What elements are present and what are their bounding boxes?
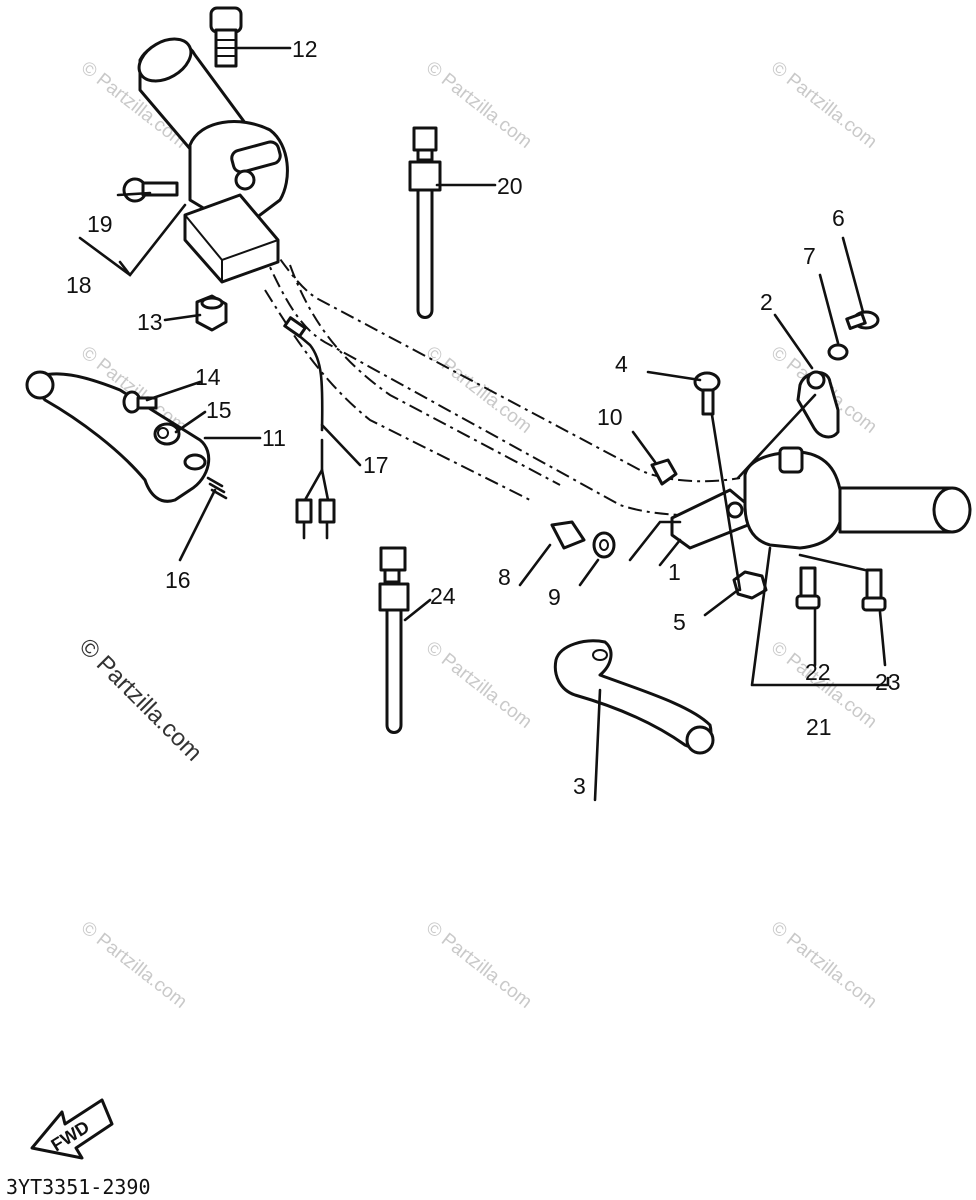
part-1-lever-bracket bbox=[670, 488, 750, 550]
part-16-spring bbox=[206, 476, 228, 500]
callout-10: 10 bbox=[597, 404, 623, 430]
watermark: © Partzilla.com bbox=[422, 637, 536, 732]
callout-12: 12 bbox=[292, 36, 318, 62]
part-11-clutch-lever bbox=[25, 370, 211, 503]
callout-14: 14 bbox=[195, 364, 221, 390]
callout-24: 24 bbox=[430, 583, 456, 609]
callout-13: 13 bbox=[137, 309, 163, 335]
part-23-screw bbox=[861, 568, 887, 612]
part-10-adjuster bbox=[650, 458, 678, 486]
fwd-arrow-icon: FWD bbox=[30, 1098, 114, 1160]
part-17-wire-lead bbox=[283, 316, 336, 540]
callout-16: 16 bbox=[165, 567, 191, 593]
part-19-screw bbox=[122, 177, 179, 203]
part-4-bolt bbox=[693, 371, 721, 416]
part-2-holder bbox=[796, 370, 840, 439]
callout-3: 3 bbox=[573, 773, 586, 799]
callout-20: 20 bbox=[497, 173, 523, 199]
engine-stop-switch bbox=[183, 193, 280, 284]
part-12-bolt bbox=[209, 6, 243, 68]
part-8-collar bbox=[550, 520, 586, 550]
part-21-switch-assembly bbox=[743, 446, 972, 550]
callout-18: 18 bbox=[66, 272, 92, 298]
callout-4: 4 bbox=[615, 351, 628, 377]
callout-9: 9 bbox=[548, 584, 561, 610]
callout-labels: 1 2 3 4 5 6 7 8 9 10 11 12 13 14 15 16 1… bbox=[66, 36, 901, 799]
callout-1: 1 bbox=[668, 559, 681, 585]
part-6-bolt bbox=[845, 310, 880, 330]
part-14-bolt bbox=[122, 390, 158, 414]
part-13-nut bbox=[195, 294, 228, 332]
leader-lines bbox=[78, 46, 890, 802]
watermark: © Partzilla.com bbox=[767, 57, 881, 152]
callout-2: 2 bbox=[760, 289, 773, 315]
part-22-screw bbox=[795, 566, 821, 610]
watermark: © Partzilla.com bbox=[422, 57, 536, 152]
callout-7: 7 bbox=[803, 243, 816, 269]
callout-15: 15 bbox=[206, 397, 232, 423]
part-3-brake-lever bbox=[553, 639, 715, 755]
callout-23: 23 bbox=[875, 669, 901, 695]
part-20-cable-tie bbox=[408, 126, 442, 319]
part-5-nut bbox=[732, 570, 768, 600]
watermark: © Partzilla.com bbox=[422, 917, 536, 1012]
diagram-code: 3YT3351-2390 bbox=[6, 1175, 151, 1199]
callout-8: 8 bbox=[498, 564, 511, 590]
watermark: © Partzilla.com bbox=[422, 342, 536, 437]
part-9-washer bbox=[592, 531, 616, 559]
callout-19: 19 bbox=[87, 211, 113, 237]
part-7-washer bbox=[827, 343, 849, 361]
callout-22: 22 bbox=[805, 659, 831, 685]
watermark-main: © Partzilla.com bbox=[74, 633, 207, 766]
watermark: © Partzilla.com bbox=[767, 917, 881, 1012]
callout-21: 21 bbox=[806, 714, 832, 740]
part-24-cable-tie bbox=[378, 546, 410, 734]
callout-5: 5 bbox=[673, 609, 686, 635]
callout-17: 17 bbox=[363, 452, 389, 478]
watermark: © Partzilla.com bbox=[77, 917, 191, 1012]
callout-6: 6 bbox=[832, 205, 845, 231]
callout-11: 11 bbox=[262, 425, 286, 451]
part-15-collar bbox=[153, 422, 181, 446]
